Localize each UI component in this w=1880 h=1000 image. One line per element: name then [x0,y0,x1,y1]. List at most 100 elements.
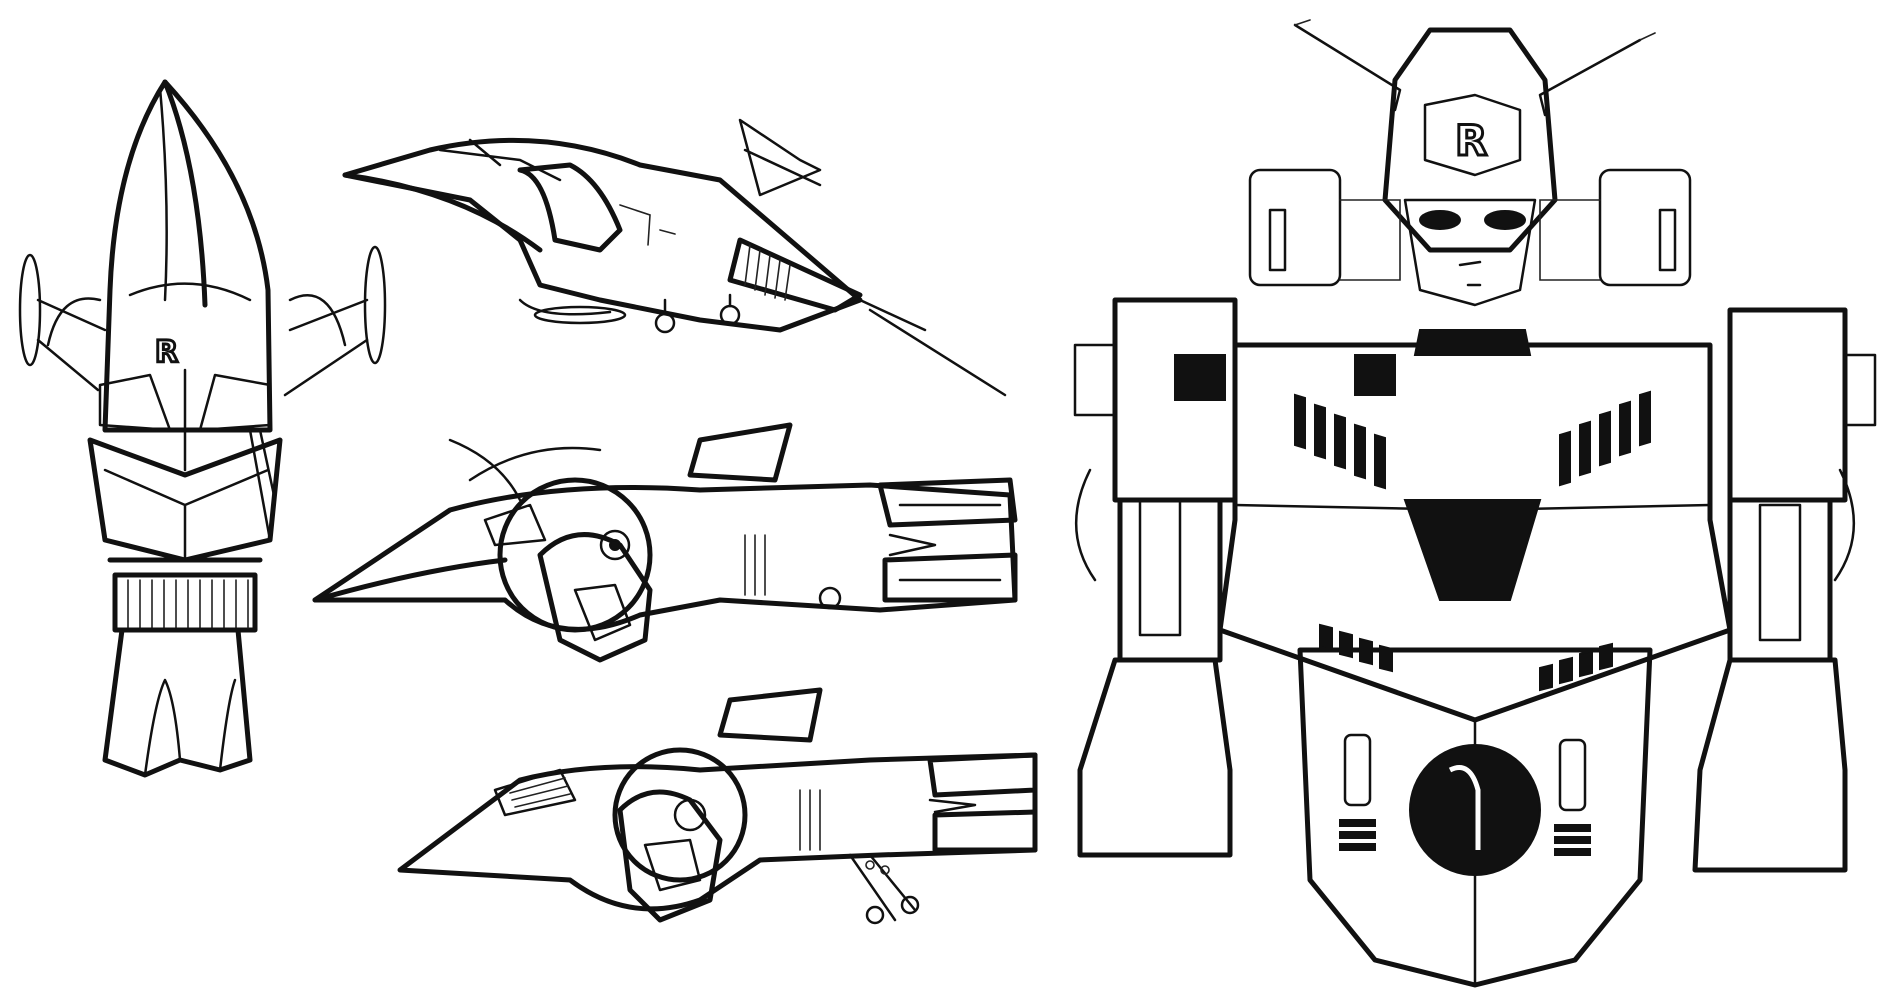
robot-belly-sphere [1409,744,1541,876]
ship-side-view-middle [312,422,1018,663]
robot-left-forearm [1077,657,1233,858]
low-ship-rivet-1 [865,860,875,870]
robot-right-eye [1484,210,1526,230]
robot-belly-slot-right [1558,738,1587,812]
mid-ship-panel [483,503,547,547]
robot-antenna-tips [1294,19,1656,41]
nose-collar [128,282,252,302]
top-ship-belly [518,298,612,316]
robot-shoulder-arcs [1075,468,1855,582]
mid-ship-head [537,532,653,663]
fin-struts [36,298,369,397]
low-ship-head [617,789,723,923]
neck-ring [112,572,258,633]
mid-ship-wheel [818,586,842,610]
left-fin [18,253,42,367]
top-ship-tail-fin [738,118,822,197]
low-ship-wheel-2 [900,895,920,915]
top-ship-panel-details [619,204,676,246]
low-ship-rivet-2 [880,865,890,875]
robot-front-view: R [1073,19,1877,988]
low-ship-panel [493,768,577,817]
top-ship-exhaust-trail [858,298,1007,397]
top-ship-lower-fin [533,305,627,325]
nose-ridge [162,79,208,308]
fin-arcs [46,294,347,347]
robot-belly-slot-left [1343,733,1372,807]
robot-antennae [1293,23,1642,117]
robot-head-emblem-plate [1423,93,1522,177]
robot-belly-grille-right [1554,824,1591,856]
top-ship-gear-struts [663,293,732,316]
robot-belly-grille-left [1339,819,1376,851]
robot-abdomen [1297,647,1653,988]
robot-chest [1217,342,1733,723]
nose-inner-ridge [158,86,168,302]
mid-ship-eye-pupil [609,539,621,551]
mid-ship-engine-pods [877,477,1018,603]
chin-seams [103,468,270,562]
top-ship-canopy-lines [438,138,562,182]
top-ship-cockpit [517,162,623,253]
mid-ship-cockpit-dome [497,477,653,633]
robot-right-upper-arm [1727,497,1833,663]
low-ship-engine-details [928,798,977,814]
low-ship-cockpit-dome [612,747,748,883]
tail-fins [143,678,237,777]
robot-ear-slots [1268,208,1677,272]
low-ship-eye [673,798,707,832]
low-ship-vent [799,789,821,851]
robot-head-emblem: R [1455,116,1487,165]
low-ship-hull [397,752,1038,912]
top-ship-wheel-1 [654,312,676,334]
low-ship-engine-pods [927,752,1038,853]
ship-side-view-top [342,118,1007,397]
right-fin [363,245,387,365]
low-ship-landing-strut [848,853,917,922]
robot-chest-vents-right [1559,390,1651,487]
chin-grille [248,428,277,542]
mid-ship-tail-fin [687,422,793,483]
robot-belly-highlight [1448,765,1481,850]
mid-ship-upper-fins [448,438,602,502]
low-ship-face-plate [643,838,702,892]
robot-right-arm-joint [1758,503,1802,642]
robot-chest-core [1403,499,1542,601]
robot-head [1382,27,1558,253]
mid-ship-eye [599,529,631,561]
robot-right-shoulder-cap [1843,353,1877,427]
nose-emblem: R [155,335,178,370]
mid-ship-wing-lower [312,557,508,603]
top-ship-engine-ribs [744,244,791,301]
low-ship-wheel-1 [865,905,885,925]
robot-left-arm-joint [1138,498,1182,637]
top-ship-wing [342,172,543,253]
top-ship-engine [727,237,863,313]
low-ship-tail-fin [717,687,823,743]
robot-ear-connectors [1339,199,1601,281]
robot-left-ear [1248,168,1342,287]
mid-ship-face-plate [573,583,632,642]
robot-right-forearm [1692,657,1848,873]
ship-side-view-bottom [397,687,1038,925]
robot-chest-badge [1354,354,1396,396]
mid-ship-engine-details [888,503,1002,582]
robot-left-shoulder-patch [1174,354,1226,401]
robot-left-shoulder-cap [1073,343,1117,417]
robot-right-ear [1598,168,1692,287]
neck-ribs [127,579,249,629]
nose-cone [102,79,273,433]
left-visor [98,373,172,432]
mid-ship-vent [744,534,766,596]
ship-front-view: R [18,79,387,778]
tail-section [102,627,253,778]
robot-face [1403,198,1537,307]
robot-mouth [1458,260,1482,287]
right-visor [198,373,272,432]
robot-left-eye [1419,210,1461,230]
robot-right-shoulder [1727,307,1848,503]
low-ship-panel-stripes [509,777,571,808]
robot-chest-vents-left [1294,393,1386,490]
